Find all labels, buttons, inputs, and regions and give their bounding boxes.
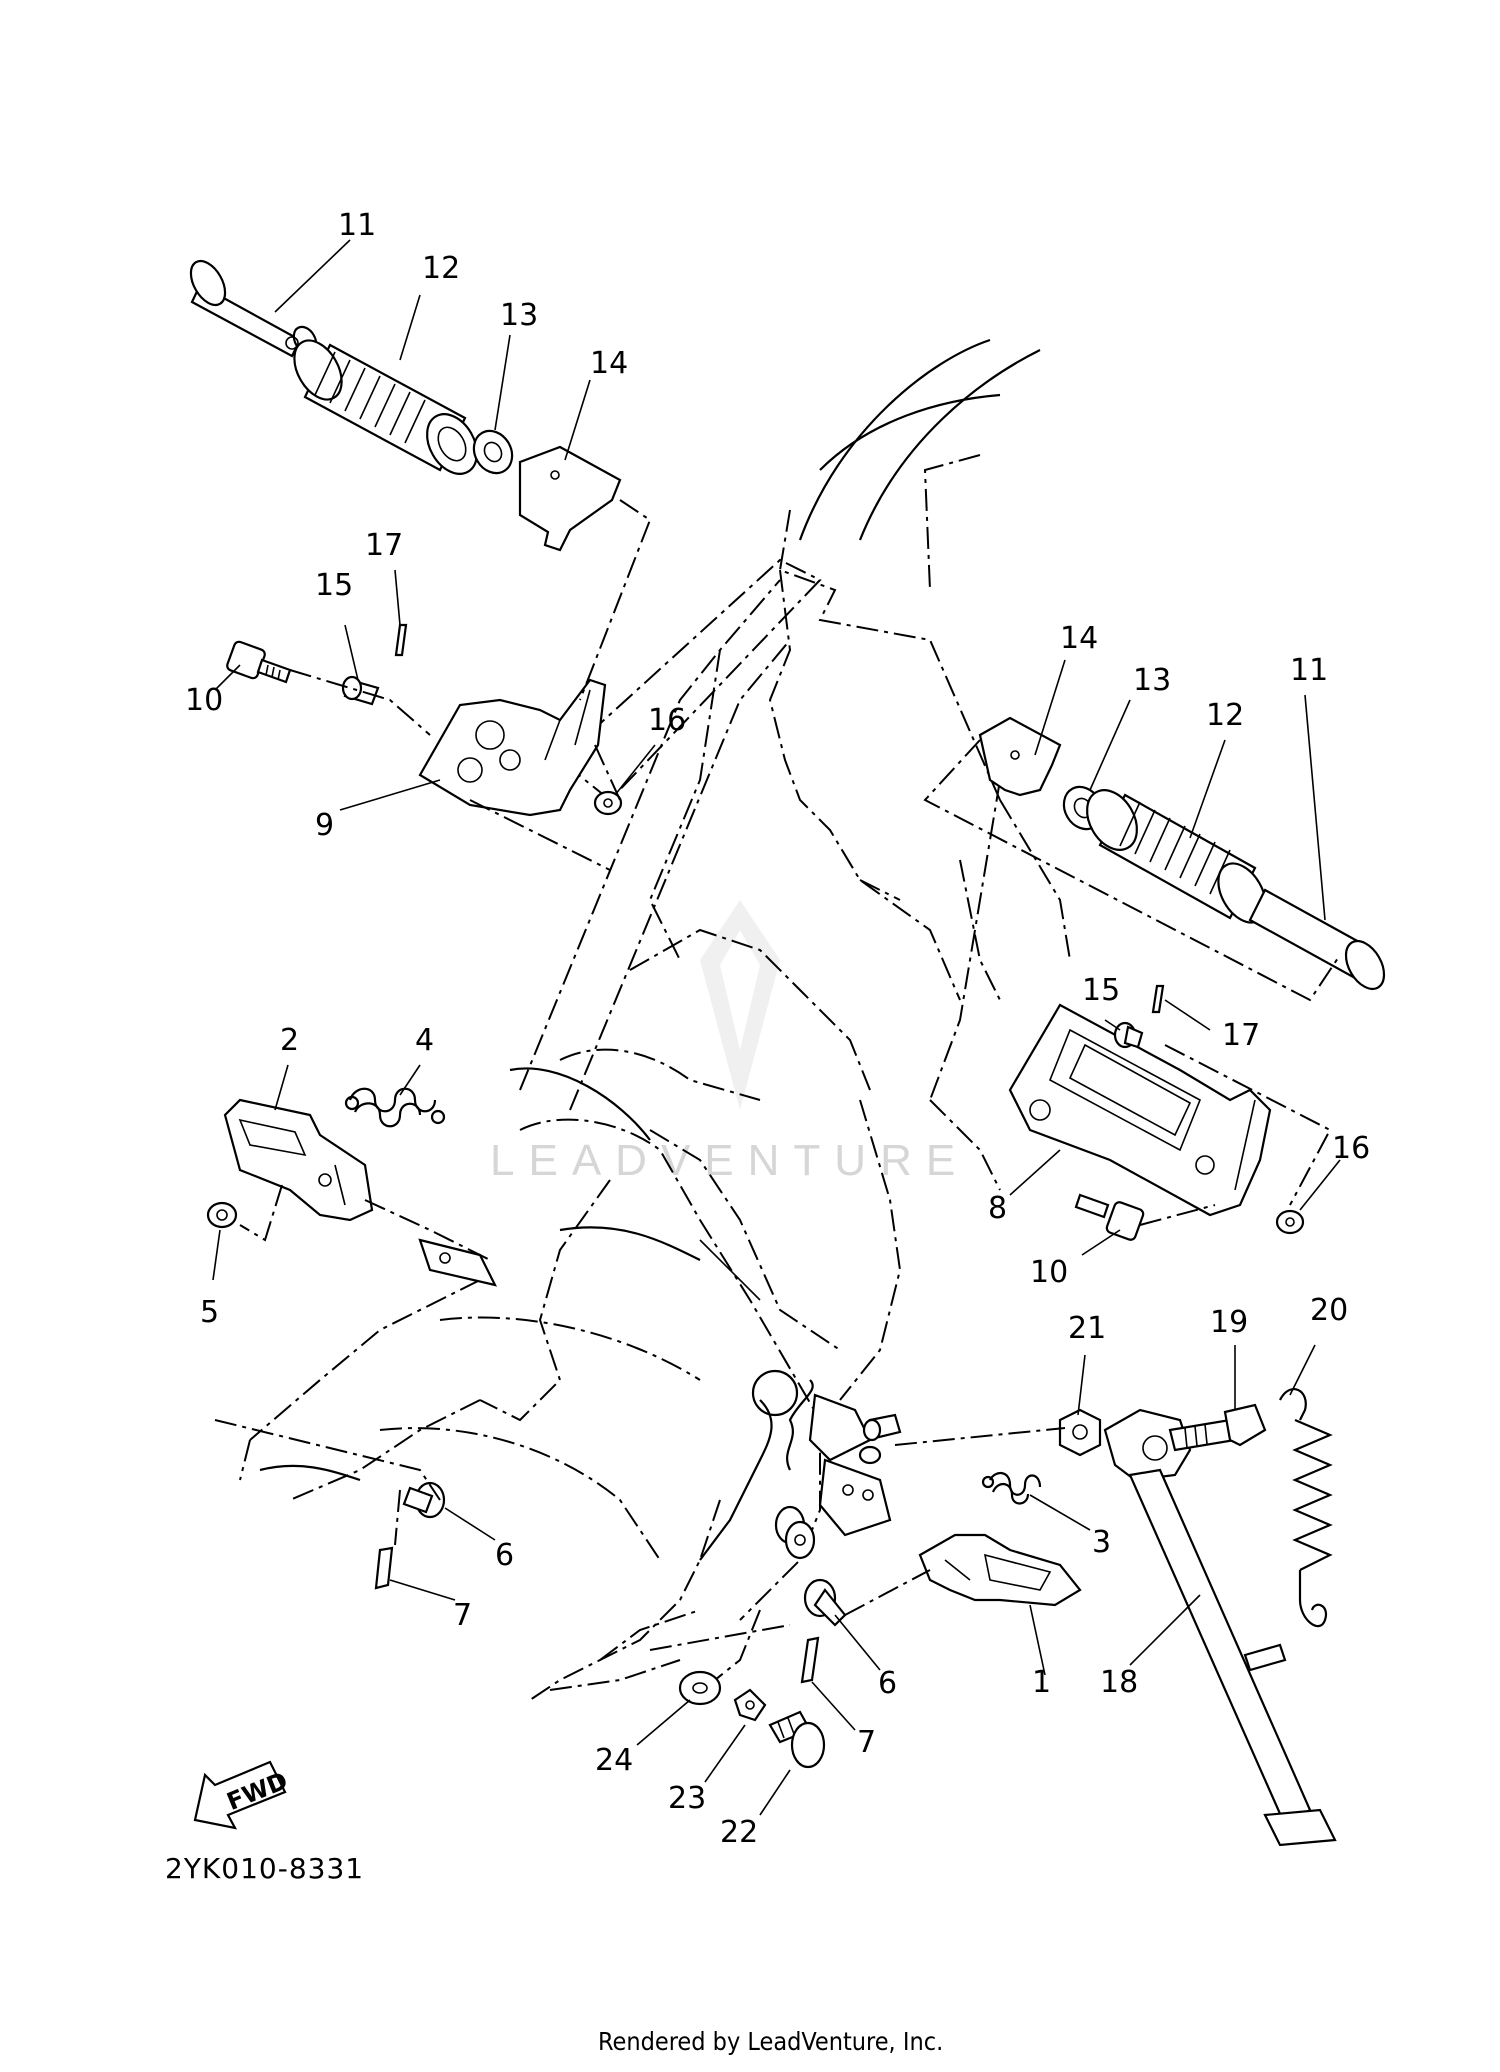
- assembly-guides: [214, 499, 1341, 1651]
- footrest-peg-right[interactable]: [1248, 888, 1392, 996]
- part-code: 2YK010-8331: [165, 1852, 364, 1885]
- spring-3[interactable]: [981, 1472, 1042, 1505]
- callout-9: 9: [315, 808, 334, 843]
- footrest-peg-left[interactable]: [184, 255, 321, 358]
- bolt-22[interactable]: [768, 1710, 826, 1769]
- cotter-pin-left[interactable]: [394, 623, 408, 657]
- callout-6b: 6: [878, 1666, 897, 1701]
- callout-19: 19: [1210, 1305, 1248, 1340]
- callout-labels: 11 12 13 14 17 15 10 16 9 14 13 12 11 15…: [185, 208, 1370, 1850]
- footer-credit: Rendered by LeadVenture, Inc.: [598, 2027, 943, 2056]
- stand-nut-21[interactable]: [1058, 1408, 1102, 1457]
- washer-left[interactable]: [466, 424, 519, 480]
- callout-23: 23: [668, 1781, 706, 1816]
- washer-small-left[interactable]: [593, 790, 623, 816]
- pin-left[interactable]: [341, 675, 380, 706]
- frame-outline: [249, 338, 1071, 1701]
- bolt-right[interactable]: [1074, 1193, 1145, 1241]
- callout-13b: 13: [1133, 663, 1171, 698]
- pin-6-left[interactable]: [402, 1481, 446, 1519]
- footrest-rubber-right[interactable]: [1077, 781, 1275, 930]
- stand-bush[interactable]: [774, 1505, 816, 1560]
- callout-7a: 7: [453, 1598, 472, 1633]
- callout-11b: 11: [1290, 653, 1328, 688]
- callout-4: 4: [415, 1023, 434, 1058]
- footrest-bracket-left[interactable]: [418, 678, 607, 817]
- callout-12a: 12: [422, 251, 460, 286]
- watermark-logo-icon: [700, 900, 780, 1110]
- callout-24: 24: [595, 1743, 633, 1778]
- callout-11a: 11: [338, 208, 376, 243]
- callout-14b: 14: [1060, 621, 1098, 656]
- washer-small-right[interactable]: [1275, 1209, 1305, 1235]
- callout-leaders: [212, 239, 1341, 1816]
- callout-22: 22: [720, 1815, 758, 1850]
- callout-5: 5: [200, 1295, 219, 1330]
- callout-2: 2: [280, 1023, 299, 1058]
- washer-24[interactable]: [678, 1670, 722, 1706]
- washer-pivot[interactable]: [858, 1445, 882, 1465]
- callout-10b: 10: [1030, 1255, 1068, 1290]
- footrest-2[interactable]: [223, 1098, 374, 1222]
- footrest-rubber-left[interactable]: [285, 332, 487, 482]
- clip-23[interactable]: [733, 1688, 767, 1722]
- stand-bolt-19[interactable]: [1168, 1403, 1267, 1452]
- pin-right[interactable]: [1113, 1021, 1144, 1049]
- callout-14a: 14: [590, 346, 628, 381]
- stand-spring-20[interactable]: [1279, 1388, 1333, 1628]
- callout-6a: 6: [495, 1538, 514, 1573]
- cotter-7-left[interactable]: [374, 1546, 394, 1590]
- pin-6-right[interactable]: [803, 1578, 847, 1627]
- spring-4[interactable]: [344, 1087, 446, 1128]
- bolt-left[interactable]: [226, 640, 292, 684]
- callout-15a: 15: [315, 568, 353, 603]
- callout-15b: 15: [1082, 973, 1120, 1008]
- watermark-text: LEADVENTURE: [490, 1136, 969, 1185]
- callout-8: 8: [988, 1191, 1007, 1226]
- callout-13a: 13: [500, 298, 538, 333]
- callout-1: 1: [1032, 1665, 1051, 1700]
- washer-5[interactable]: [206, 1201, 238, 1229]
- footrest-1[interactable]: [918, 1533, 1082, 1607]
- callout-17b: 17: [1222, 1018, 1260, 1053]
- callout-10a: 10: [185, 683, 223, 718]
- callout-7b: 7: [857, 1725, 876, 1760]
- callout-16a: 16: [648, 703, 686, 738]
- callout-12b: 12: [1206, 698, 1244, 733]
- cover-plate-left[interactable]: [518, 445, 622, 552]
- callout-17a: 17: [365, 528, 403, 563]
- cotter-pin-right[interactable]: [1151, 984, 1165, 1014]
- cotter-7-right[interactable]: [800, 1636, 820, 1684]
- callout-20: 20: [1310, 1293, 1348, 1328]
- side-stand[interactable]: [1103, 1408, 1337, 1847]
- frame-mount-plate: [418, 1238, 892, 1537]
- fwd-arrow-icon: FWD: [193, 1760, 292, 1830]
- stand-pivot-bolt[interactable]: [862, 1413, 902, 1442]
- callout-3: 3: [1092, 1525, 1111, 1560]
- footrest-bracket-right[interactable]: [1008, 1003, 1272, 1217]
- callout-21: 21: [1068, 1311, 1106, 1346]
- callout-18: 18: [1100, 1665, 1138, 1700]
- callout-16b: 16: [1332, 1131, 1370, 1166]
